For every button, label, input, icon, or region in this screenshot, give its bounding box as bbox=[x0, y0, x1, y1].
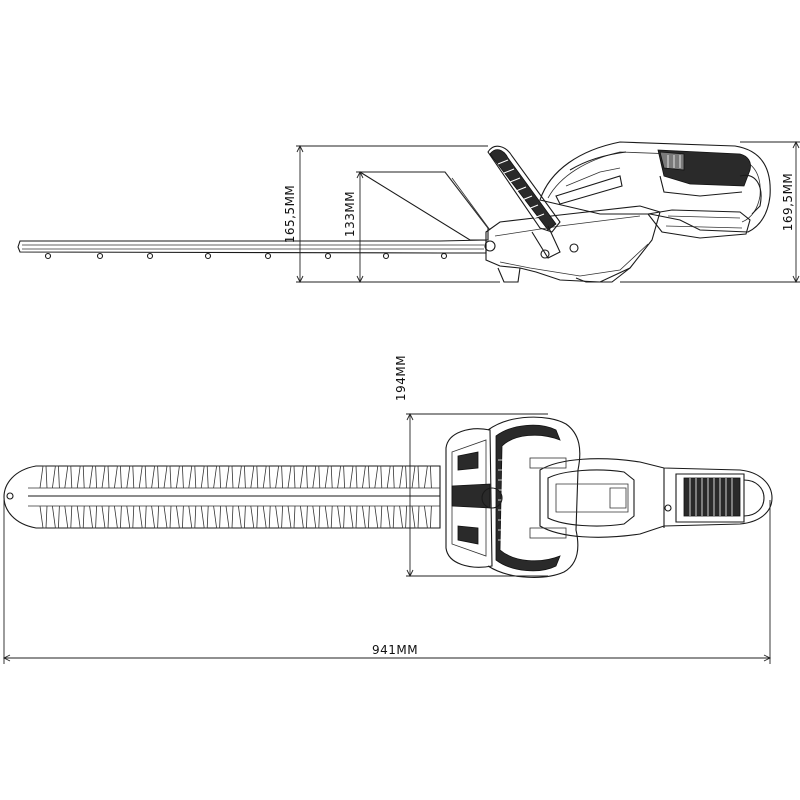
side-motor-housing bbox=[539, 141, 771, 239]
top-motor-body bbox=[529, 457, 773, 539]
side-body bbox=[484, 205, 661, 283]
dim-blade-tip-height-label: 133MM bbox=[343, 191, 357, 237]
side-view bbox=[17, 141, 771, 283]
top-dimensions: 194MM 941MM bbox=[2, 355, 772, 664]
dim-width-label: 194MM bbox=[394, 355, 408, 401]
dim-blade-height-label: 165,5MM bbox=[283, 185, 297, 244]
side-blade bbox=[17, 239, 487, 260]
top-front-handle bbox=[445, 416, 581, 578]
top-blade bbox=[3, 465, 441, 529]
dim-overall-length-label: 941MM bbox=[372, 643, 418, 657]
dim-overall-height-label: 169,5MM bbox=[781, 173, 795, 232]
side-dimensions: 165,5MM 133MM 169,5MM bbox=[283, 140, 800, 284]
top-view bbox=[3, 416, 773, 578]
side-blade-guard bbox=[358, 171, 489, 241]
side-blade-rivets bbox=[44, 252, 448, 260]
side-front-handle bbox=[487, 145, 561, 259]
